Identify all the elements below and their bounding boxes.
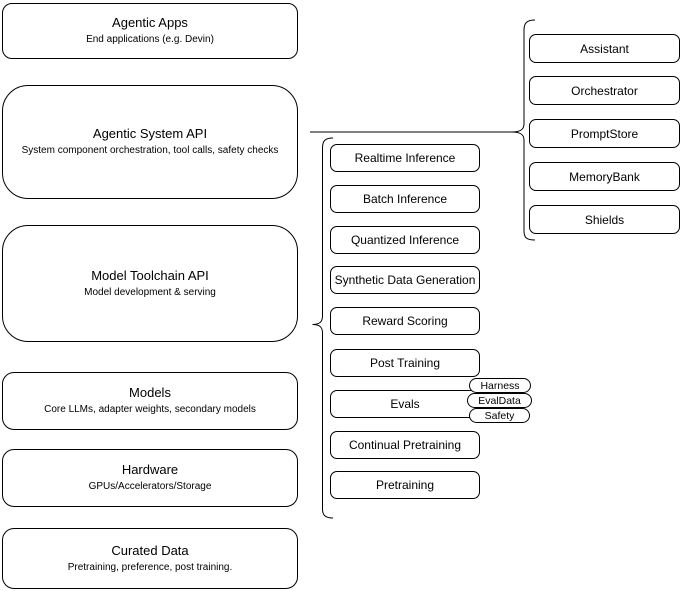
node-label: MemoryBank [569,169,640,184]
node-hardware: Hardware GPUs/Accelerators/Storage [2,449,298,507]
tag-safety: Safety [469,408,530,423]
node-label: Batch Inference [362,192,448,206]
node-pretraining: Pretraining [330,471,480,499]
node-shields: Shields [529,205,680,234]
node-batch-inference: Batch Inference [330,185,480,213]
node-title: Hardware [121,462,179,477]
node-subtitle: System component orchestration, tool cal… [21,145,279,156]
node-label: Pretraining [375,478,435,492]
node-subtitle: Core LLMs, adapter weights, secondary mo… [44,404,256,415]
tag-label: Harness [480,379,520,392]
node-synthetic-data-generation: Synthetic Data Generation [330,266,480,294]
node-label: Realtime Inference [354,151,456,165]
node-label: Shields [584,212,625,227]
node-subtitle: GPUs/Accelerators/Storage [88,481,212,492]
node-agentic-system-api: Agentic System API System component orch… [2,85,298,199]
node-label: Quantized Inference [350,233,460,247]
node-title: Curated Data [111,542,189,558]
node-quantized-inference: Quantized Inference [330,226,480,254]
node-assistant: Assistant [529,34,680,63]
node-promptstore: PromptStore [529,119,680,148]
node-memorybank: MemoryBank [529,162,680,191]
node-realtime-inference: Realtime Inference [330,144,480,172]
node-label: Reward Scoring [362,314,448,328]
node-label: Orchestrator [571,83,638,98]
node-curated-data: Curated Data Pretraining, preference, po… [2,528,298,589]
node-subtitle: Model development & serving [84,286,216,298]
node-agentic-apps: Agentic Apps End applications (e.g. Devi… [2,3,298,59]
node-post-training: Post Training [330,349,480,377]
node-label: Assistant [580,41,629,56]
node-label: Evals [390,397,420,411]
node-title: Model Toolchain API [91,267,209,283]
node-orchestrator: Orchestrator [529,76,680,105]
node-continual-pretraining: Continual Pretraining [330,431,480,459]
tag-label: Safety [484,409,515,422]
tag-harness: Harness [469,378,531,393]
node-label: PromptStore [570,126,639,141]
node-subtitle: End applications (e.g. Devin) [86,34,214,45]
node-label: Post Training [369,356,441,370]
right-group-bracket [511,19,536,241]
node-title: Agentic Apps [112,15,188,30]
tag-label: EvalData [478,394,521,407]
tag-evaldata: EvalData [467,393,532,408]
node-title: Models [129,385,171,400]
node-label: Continual Pretraining [348,438,462,452]
node-reward-scoring: Reward Scoring [330,307,480,335]
node-label: Synthetic Data Generation [334,273,476,287]
node-model-toolchain-api: Model Toolchain API Model development & … [2,225,298,342]
node-evals: Evals [330,390,480,418]
node-models: Models Core LLMs, adapter weights, secon… [2,372,298,430]
node-title: Agentic System API [92,126,208,141]
node-subtitle: Pretraining, preference, post training. [67,561,233,573]
middle-group-bracket [312,137,334,519]
